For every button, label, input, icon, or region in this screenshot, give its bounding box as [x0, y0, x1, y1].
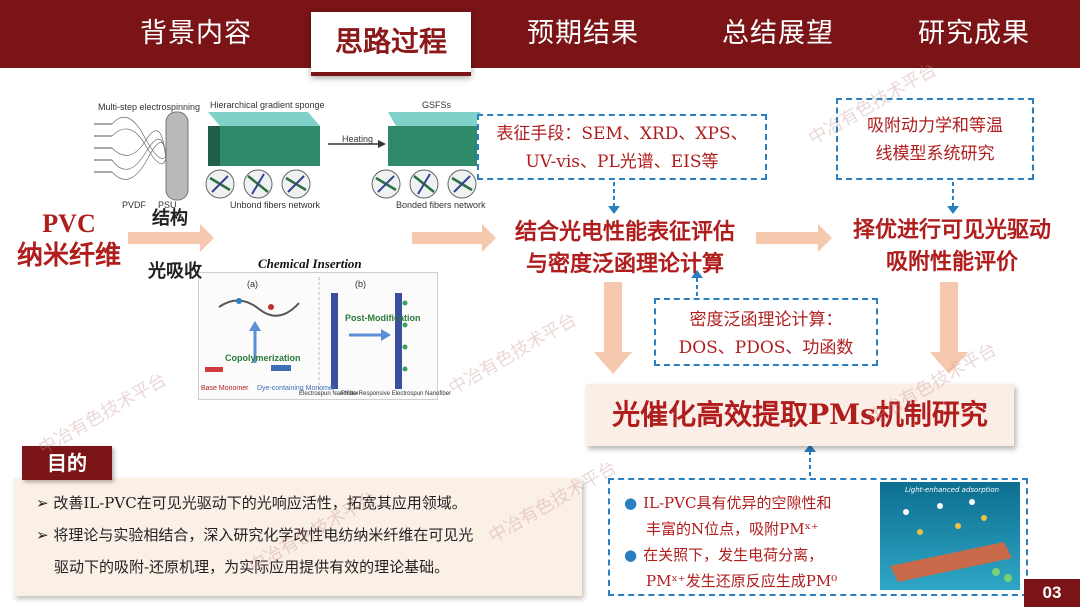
adsorb-line1: IL-PVC具有优异的空隙性和: [643, 494, 832, 512]
tab-research-output[interactable]: 研究成果: [918, 18, 1030, 49]
chem-insertion-illustration: [205, 277, 408, 397]
page-number: 03: [1024, 579, 1080, 607]
base-monomer-label: Base Monomer: [201, 385, 249, 392]
adsorb-item-2: ● 在关照下，发生电荷分离，: [624, 544, 823, 565]
tab-process-active[interactable]: 思路过程: [311, 12, 471, 76]
caption-heating: Heating: [342, 134, 374, 144]
adsorb-line3: 在关照下，发生电荷分离，: [643, 546, 824, 564]
caption-unbond: Unbond fibers network: [230, 200, 321, 210]
adsorption-image: Light-enhanced adsorption: [880, 482, 1020, 590]
adsorb-item-1: ● IL-PVC具有优异的空隙性和: [624, 492, 831, 513]
step1-line2: 与密度泛函理论计算: [525, 251, 724, 277]
caption-multi-step: Multi-step electrospinning: [98, 102, 201, 112]
arrow-to-step2: [756, 224, 832, 252]
structure-label: 结构: [152, 208, 188, 229]
legend-psu: PSU: [158, 200, 177, 210]
purpose-item-2: ➢ 将理论与实验相结合，深入研究化学改性电纺纳米纤维在可见光: [36, 524, 473, 545]
adsorb-line4: PMˣ⁺发生还原反应生成PM⁰: [646, 572, 838, 590]
step2-line1: 择优进行可见光驱动: [852, 217, 1051, 243]
characterization-line2: UV-vis、PL光谱、EIS等: [525, 152, 719, 172]
legend-pvdf: PVDF: [122, 200, 147, 210]
purpose-item-2-cont: 驱动下的吸附-还原机理，为实际应用提供有效的理论基础。: [54, 558, 450, 576]
arrow-step2-down: [930, 282, 968, 374]
purpose-panel: ➢ 改善IL-PVC在可见光驱动下的光响应活性，拓宽其应用领域。 ➢ 将理论与实…: [14, 478, 582, 596]
step2-line2: 吸附性能评价: [885, 249, 1018, 275]
adsorption-box: ● IL-PVC具有优异的空隙性和 丰富的N位点，吸附PMˣ⁺ ● 在关照下，发生电…: [608, 478, 1028, 596]
characterization-line1: 表征手段：SEM、XRD、XPS、: [496, 124, 748, 144]
tab-summary[interactable]: 总结展望: [722, 18, 834, 49]
purpose-tag: 目的: [22, 446, 112, 480]
panel-b-label: (b): [355, 279, 366, 289]
purpose-item-1: ➢ 改善IL-PVC在可见光驱动下的光响应活性，拓宽其应用领域。: [36, 492, 467, 513]
electrospinning-figure: Multi-step electrospinning Hierarchical …: [88, 96, 490, 220]
arrow-step1-down: [594, 282, 632, 374]
adsorption-image-caption: Light-enhanced adsorption: [904, 486, 1000, 494]
dft-box: 密度泛函理论计算： DOS、PDOS、功函数: [654, 298, 878, 366]
panel-a-label: (a): [247, 279, 258, 289]
dot-bullet-icon: ●: [624, 546, 638, 564]
purpose-text-1: 改善IL-PVC在可见光驱动下的光响应活性，拓宽其应用领域。: [53, 494, 467, 512]
purpose-text-2: 将理论与实验相结合，深入研究化学改性电纺纳米纤维在可见光: [53, 526, 474, 544]
post-modification-label: Post-Modification: [345, 313, 421, 323]
mechanism-title: 光催化高效提取PMs机制研究: [586, 384, 1014, 446]
photo-responsive-label: Photo-Responsive Electrospun Nanofiber: [341, 391, 452, 397]
tab-expected-results[interactable]: 预期结果: [527, 18, 639, 49]
step1-line1: 结合光电性能表征评估: [514, 219, 735, 245]
pvc-title: PVC 纳米纤维: [14, 208, 124, 272]
characterization-box: 表征手段：SEM、XRD、XPS、 UV-vis、PL光谱、EIS等: [477, 114, 767, 180]
caption-bonded: Bonded fibers network: [396, 200, 486, 210]
arrow-bullet-icon: ➢: [36, 526, 54, 544]
pvc-title-line1: PVC: [42, 209, 96, 238]
kinetics-box: 吸附动力学和等温 线模型系统研究: [836, 98, 1034, 180]
arrow-bullet-icon: ➢: [36, 494, 54, 512]
caption-gsfss: GSFSs: [422, 100, 452, 110]
step2-text: 择优进行可见光驱动 吸附性能评价: [832, 214, 1072, 278]
top-nav-bar: [0, 0, 1080, 68]
kinetics-line2: 线模型系统研究: [875, 144, 995, 164]
caption-sponge: Hierarchical gradient sponge: [210, 100, 325, 110]
light-absorption-label: 光吸收: [148, 261, 202, 282]
dye-monomer-label: Dye-containing Monomer: [257, 385, 336, 392]
pvc-title-line2: 纳米纤维: [16, 241, 121, 270]
dot-bullet-icon: ●: [624, 494, 638, 512]
dft-line2: DOS、PDOS、功函数: [678, 338, 854, 358]
step1-text: 结合光电性能表征评估 与密度泛函理论计算: [496, 216, 754, 280]
adsorption-illustration: [890, 499, 1012, 582]
chem-insertion-figure: (a) (b) Copolymerization Post-Modificati…: [198, 272, 451, 400]
tab-background[interactable]: 背景内容: [140, 18, 252, 49]
arrow-to-step1: [412, 224, 496, 252]
copolymerization-label: Copolymerization: [225, 353, 301, 363]
electrospinning-illustration: [94, 111, 488, 201]
kinetics-line1: 吸附动力学和等温: [867, 116, 1003, 136]
arrow-pvc-right: [128, 224, 214, 252]
chem-figure-title: Chemical Insertion: [258, 256, 362, 271]
electrospun-nanofiber-label: Electrospun Nanofiber: [299, 391, 359, 397]
adsorb-line2: 丰富的N位点，吸附PMˣ⁺: [646, 520, 819, 538]
dft-line1: 密度泛函理论计算：: [689, 310, 843, 330]
